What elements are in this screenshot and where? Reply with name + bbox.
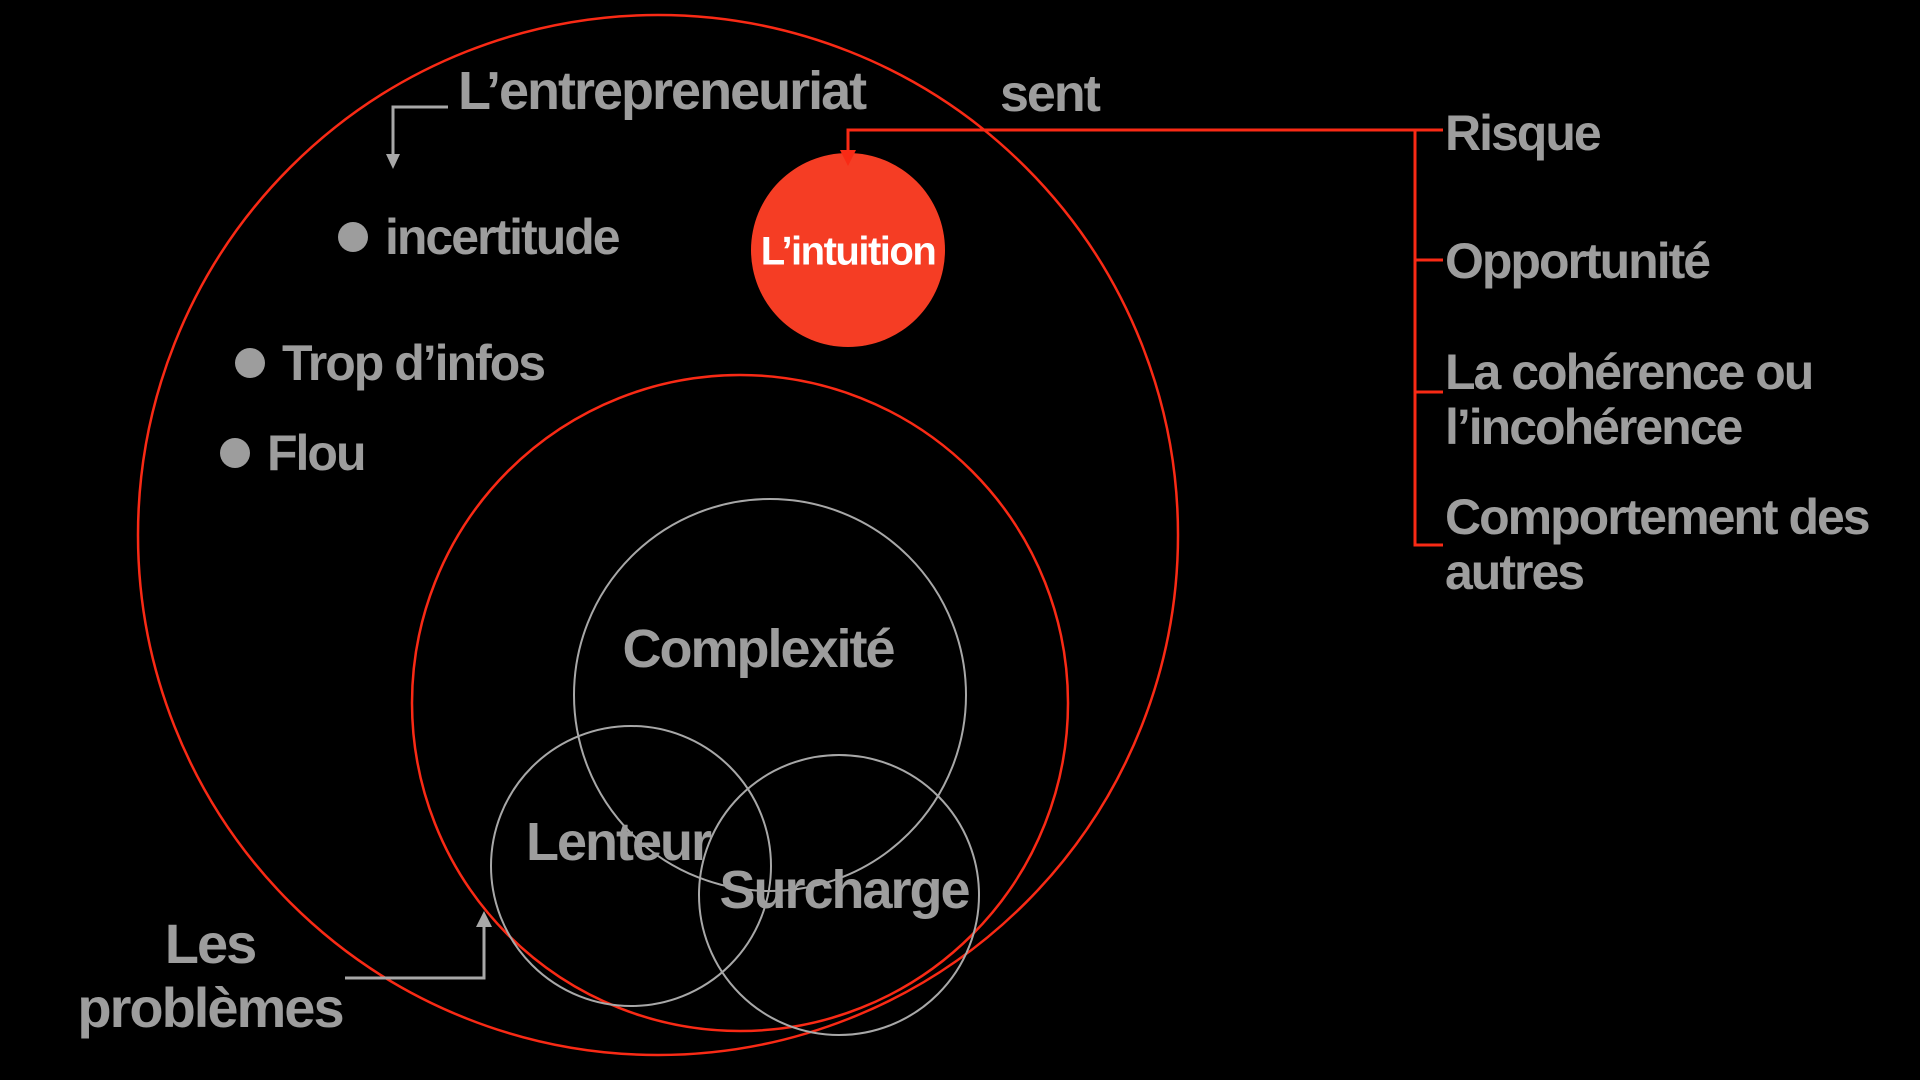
problems-arrow-up-icon bbox=[476, 911, 492, 927]
title-arrow-down-icon bbox=[386, 154, 400, 169]
problems-pointer-line bbox=[345, 925, 486, 980]
intuition-disc bbox=[751, 153, 945, 347]
sense-line: autres bbox=[1445, 544, 1585, 600]
bullet-label: Flou bbox=[267, 425, 367, 481]
complexite-label: Complexité bbox=[622, 619, 895, 679]
intuition-senses-connector bbox=[846, 128, 1443, 152]
intuition-arrow-down-icon bbox=[840, 150, 856, 166]
list-item: Flou bbox=[220, 425, 367, 481]
complexite-circle bbox=[573, 498, 967, 892]
sense-item-coherence: La cohérence ou l’incohérence bbox=[1445, 344, 1814, 455]
problems-title-line: Les bbox=[164, 912, 258, 975]
problems-title-line: problèmes bbox=[77, 976, 344, 1039]
bullet-dot-icon bbox=[220, 438, 250, 468]
sense-line: Risque bbox=[1445, 105, 1602, 161]
sense-line: Opportunité bbox=[1445, 233, 1711, 289]
bullet-dot-icon bbox=[338, 222, 368, 252]
sense-item-opportunite: Opportunité bbox=[1445, 233, 1711, 289]
relation-label: sent bbox=[1000, 65, 1101, 123]
entrepreneuriat-set-circle bbox=[136, 13, 1180, 1057]
problems-title: Les problèmes bbox=[45, 912, 375, 1040]
problems-set-circle bbox=[410, 373, 1070, 1033]
bullet-label: Trop d’infos bbox=[282, 335, 546, 391]
lenteur-circle bbox=[490, 725, 772, 1007]
senses-list-spine bbox=[1413, 130, 1443, 547]
intuition-label: L’intuition bbox=[760, 229, 937, 274]
list-item: incertitude bbox=[338, 209, 621, 265]
entrepreneuriat-title: L’entrepreneuriat bbox=[458, 61, 867, 121]
surcharge-label: Surcharge bbox=[719, 860, 970, 920]
surcharge-circle bbox=[698, 754, 980, 1036]
sense-item-risque: Risque bbox=[1445, 105, 1602, 161]
sense-line: La cohérence ou bbox=[1445, 344, 1814, 400]
bullet-label: incertitude bbox=[385, 209, 621, 265]
bullet-dot-icon bbox=[235, 348, 265, 378]
sense-line: Comportement des bbox=[1445, 489, 1871, 545]
sense-line: l’incohérence bbox=[1445, 399, 1743, 455]
sense-item-comportement: Comportement des autres bbox=[1445, 489, 1871, 600]
lenteur-label: Lenteur bbox=[525, 812, 712, 872]
list-item: Trop d’infos bbox=[235, 335, 546, 391]
title-bracket-line bbox=[391, 105, 448, 156]
